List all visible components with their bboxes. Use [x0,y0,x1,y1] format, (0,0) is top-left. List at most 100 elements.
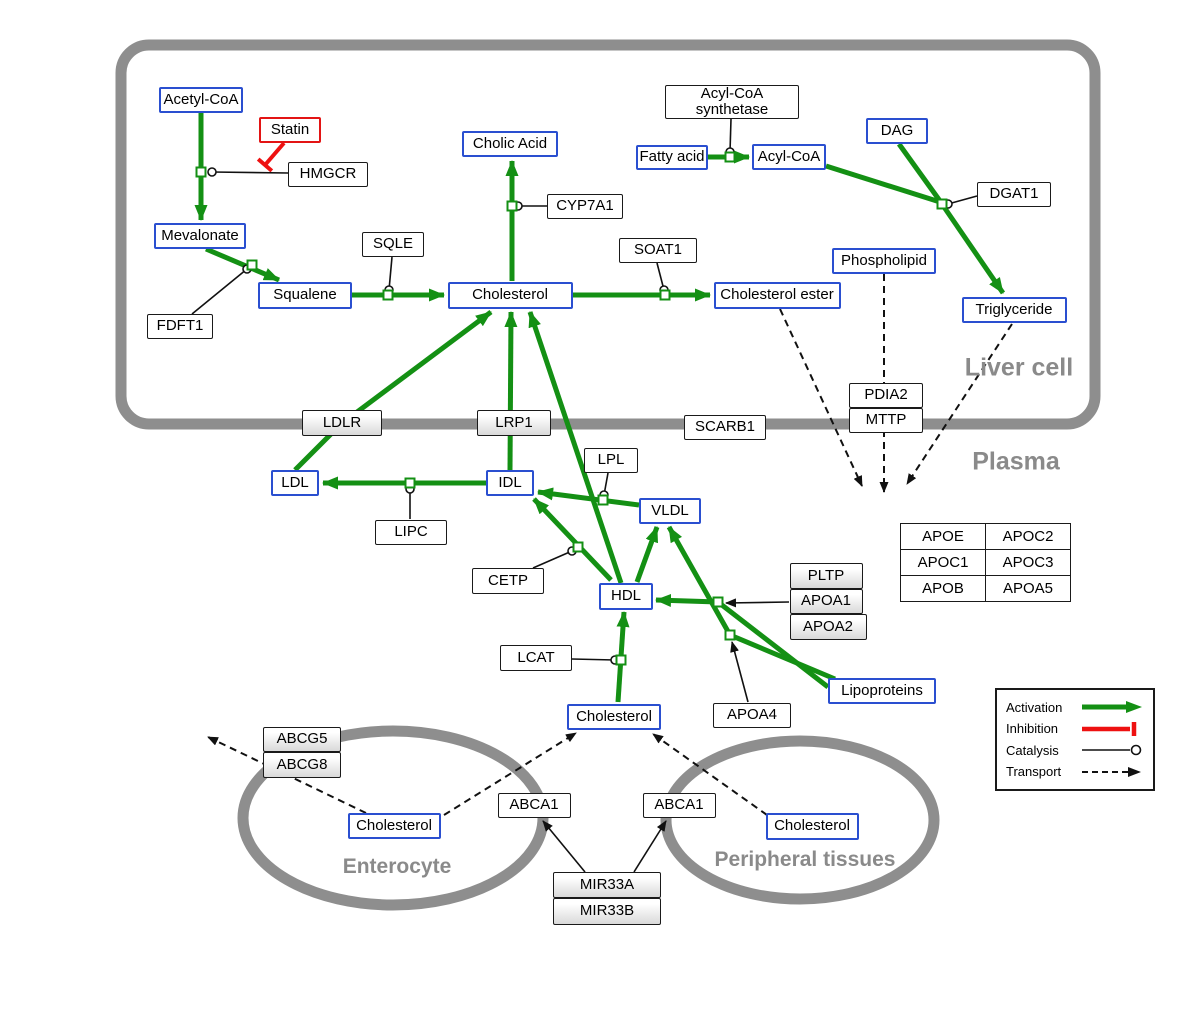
node-phospholipid[interactable]: Phospholipid [832,248,936,274]
region-label-enterocyte: Enterocyte [342,855,452,878]
edge-hmgcr-catalysis [211,171,289,174]
node-mttp[interactable]: MTTP [849,407,923,433]
node-hdl[interactable]: HDL [599,582,653,610]
node-mir33a[interactable]: MIR33A [553,872,661,898]
edge-apo-stack-to-hdl-node [725,598,790,608]
node-scarb1[interactable]: SCARB1 [684,414,766,440]
edge-apoa4-to-node [730,641,749,703]
legend-glyph-catalysis-icon [1082,744,1142,756]
node-cetp[interactable]: CETP [472,568,544,594]
edge-mevalonate-to-squalene [205,246,280,283]
apo-table-cell[interactable]: APOA5 [986,576,1071,602]
process-node [195,166,207,178]
process-node [712,596,724,608]
node-dgat1[interactable]: DGAT1 [977,181,1051,207]
node-lpl[interactable]: LPL [584,447,638,473]
process-node [659,289,671,301]
edge-acyl-coa-to-dgat-node [825,163,941,205]
node-apoa4[interactable]: APOA4 [713,702,791,728]
node-acyl-coa-synthetase[interactable]: Acyl-CoA synthetase [665,85,799,119]
region-label-peripheral: Peripheral tissues [714,848,896,871]
node-acetyl-coa[interactable]: Acetyl-CoA [159,87,243,113]
region-label-plasma: Plasma [972,447,1060,476]
apo-table-cell[interactable]: APOC3 [986,550,1071,576]
node-lcat[interactable]: LCAT [500,645,572,671]
node-apoa1[interactable]: APOA1 [789,588,863,614]
edge-dgat-node-to-triglyceride [941,205,1006,295]
edge-acyl-coa-synthetase-catalysis [729,118,732,153]
process-node [615,654,627,666]
node-cyp7a1[interactable]: CYP7A1 [547,193,623,219]
legend-glyph-activation-icon [1082,701,1142,714]
edge-idl-to-liver-cholesterol [504,311,518,471]
node-abcg5[interactable]: ABCG5 [263,726,341,752]
legend-item-inhibition: Inhibition [1006,721,1144,737]
node-fatty-acid[interactable]: Fatty acid [636,144,708,170]
node-cholic-acid[interactable]: Cholic Acid [462,131,558,157]
node-lipoproteins[interactable]: Lipoproteins [828,678,936,704]
process-node [597,494,609,506]
node-hmgcr[interactable]: HMGCR [288,161,368,187]
edge-lcat-catalysis [571,658,616,661]
node-triglyceride[interactable]: Triglyceride [961,297,1067,323]
node-cholesterol-liver[interactable]: Cholesterol [447,281,573,309]
edge-fdft1-catalysis [191,268,248,315]
apo-table-cell[interactable]: APOC1 [901,550,986,576]
node-abca1-peripheral[interactable]: ABCA1 [642,792,716,818]
legend-item-label: Catalysis [1006,742,1059,758]
edge-vldl-to-idl [537,487,640,508]
apo-table-cell[interactable]: APOE [901,524,986,550]
edge-triglyceride-secretion [906,323,1013,485]
node-sqle[interactable]: SQLE [362,231,424,257]
edge-hdl-to-idl-cetp [532,497,613,582]
apo-table-cell[interactable]: APOB [901,576,986,602]
edge-ldl-to-liver-cholesterol [293,309,493,472]
node-squalene[interactable]: Squalene [258,281,352,309]
process-node [936,198,948,210]
node-abcg8[interactable]: ABCG8 [263,752,341,778]
legend-item-catalysis: Catalysis [1006,742,1144,758]
process-node [572,541,584,553]
node-abca1-enterocyte[interactable]: ABCA1 [497,792,571,818]
edge-cetp-catalysis [532,550,573,569]
node-mir33b[interactable]: MIR33B [553,897,661,925]
edge-dgat1-catalysis [947,195,978,205]
enterocyte-membrane [237,725,549,911]
edge-dag-to-dgat-node [896,142,943,203]
apo-table-cell[interactable]: APOC2 [986,524,1071,550]
node-pltp[interactable]: PLTP [789,563,863,589]
node-apoa2[interactable]: APOA2 [789,614,867,640]
node-acyl-coa2[interactable]: Acyl-CoA [752,144,826,170]
node-cholesterol-peripheral[interactable]: Cholesterol [765,812,859,840]
legend-item-transport: Transport [1006,764,1144,780]
edge-hdl-to-vldl [634,526,660,583]
process-node [246,259,258,271]
node-fdft1[interactable]: FDFT1 [147,313,213,339]
node-ldlr[interactable]: LDLR [302,410,382,436]
edge-enterocyte-efflux-to-plasma [443,732,577,816]
node-dag[interactable]: DAG [866,118,928,144]
node-pdia2[interactable]: PDIA2 [849,382,923,408]
node-vldl[interactable]: VLDL [639,498,701,524]
catalysis-end-circle [207,167,217,177]
node-lrp1[interactable]: LRP1 [477,410,551,436]
edge-mir33-to-abca1-left [542,820,586,873]
node-cholesterol-enterocyte[interactable]: Cholesterol [347,813,441,839]
region-label-liver: Liver cell [964,353,1074,382]
legend-glyph-inhibition-icon [1082,721,1137,736]
process-node [724,151,736,163]
node-lipc[interactable]: LIPC [375,519,447,545]
node-statin[interactable]: Statin [259,117,321,143]
liver-cell-membrane [115,39,1101,430]
edge-hdl-to-liver-cholesterol [527,311,624,584]
node-cholesterol-ester[interactable]: Cholesterol ester [713,281,841,309]
inhibition-bar [256,157,274,173]
node-cholesterol-plasma[interactable]: Cholesterol [567,704,661,730]
node-mevalonate[interactable]: Mevalonate [154,223,246,249]
node-ldl[interactable]: LDL [271,470,319,496]
node-soat1[interactable]: SOAT1 [619,237,697,263]
node-idl[interactable]: IDL [486,470,534,496]
